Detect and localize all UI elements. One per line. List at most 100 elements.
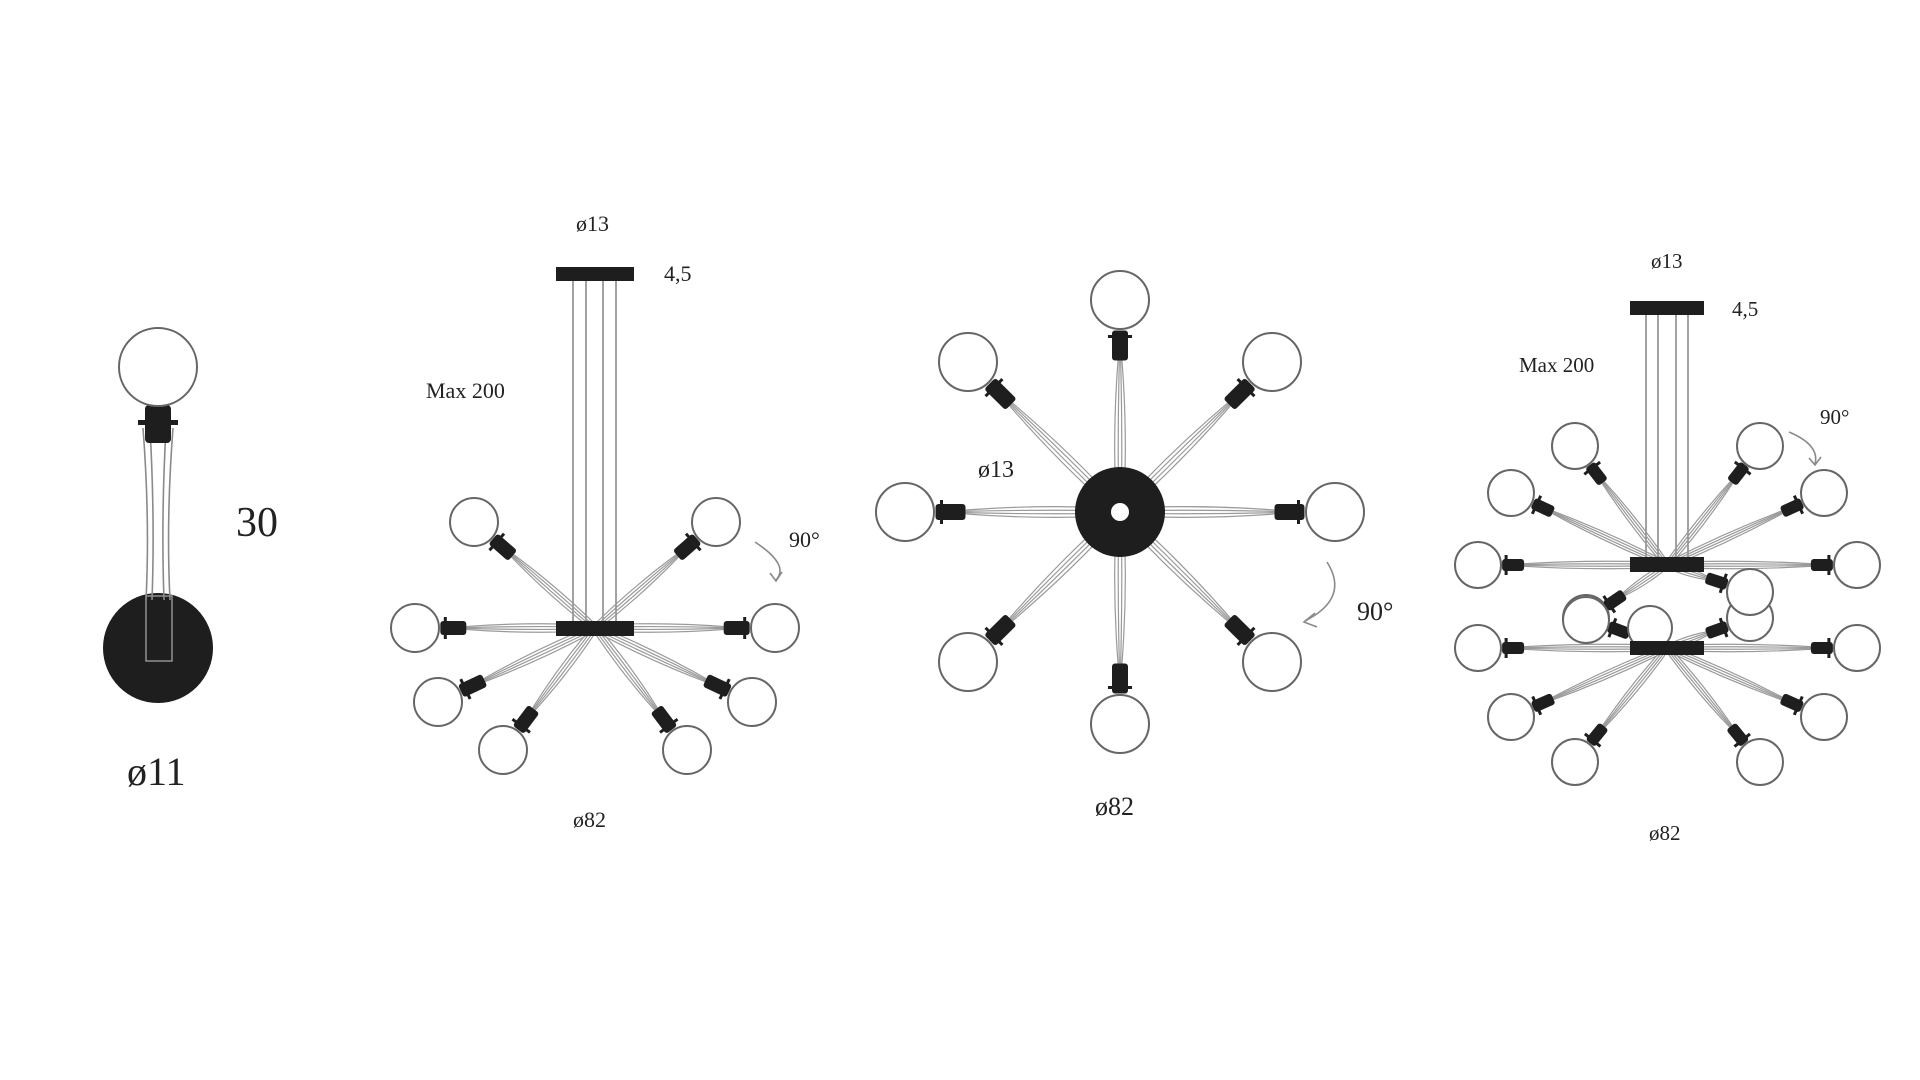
top-view-arms — [875, 270, 1365, 754]
pendant2-upper-arm-3-wire — [1549, 508, 1669, 564]
pendant2-lower-arm-4-wire — [1667, 646, 1787, 701]
pendant2-diameter-label: ø82 — [1649, 821, 1681, 845]
top-view-rotation-arrowhead — [1302, 612, 1318, 628]
pendant2-upper-arm-1-bulb — [1454, 541, 1502, 589]
top-view-rotation-label: 90° — [1357, 597, 1393, 626]
pendant1-arm-5-wire — [479, 628, 596, 684]
pendant2-canopy-height-label: 4,5 — [1732, 297, 1758, 321]
wall-lamp-height-label: 30 — [236, 500, 278, 546]
pendant1-arm-2-wire — [593, 551, 682, 628]
pendant1-arm-8-wire — [595, 627, 661, 714]
top-view-arm-2-socket-ring — [984, 378, 1004, 398]
top-view-arm-6 — [938, 508, 1123, 692]
pendant2-lower-hub — [1630, 641, 1704, 655]
top-view-arm-2 — [938, 332, 1123, 516]
pendant1-arms — [390, 497, 800, 775]
pendant2-lower-arm-6-wire — [1667, 647, 1735, 730]
pendant1-arm-1-wire — [508, 552, 595, 630]
top-view-arm-7 — [1117, 508, 1302, 692]
pendant2-lower-arm-6 — [1664, 646, 1784, 786]
pendant2-upper-arm-6-wire — [1664, 477, 1734, 564]
pendant1-arm-2-wire — [592, 550, 681, 627]
pendant1-arm-7-wire — [531, 629, 598, 715]
wall-lamp-diameter-label: ø11 — [127, 749, 186, 794]
wall-lamp-bulb — [118, 327, 198, 407]
top-view-arm-4-socket-ring — [940, 500, 943, 524]
pendant2-lower-arm-5-bulb — [1551, 738, 1599, 786]
top-view-arm-1-bulb — [1090, 270, 1150, 330]
pendant2-upper-arm-5-wire — [1600, 477, 1670, 564]
pendant1-arm-1-wire — [508, 551, 597, 628]
pendant2-lower-arm-3 — [1487, 645, 1669, 741]
pendant1-arm-4-socket-ring — [743, 617, 747, 639]
pendant2-upper-arm-3-socket-ring — [1530, 495, 1543, 515]
pendant2-lower-arm-3-bulb — [1487, 693, 1535, 741]
pendant2-canopy-diameter-label: ø13 — [1651, 249, 1683, 273]
pendant1-arm-8-wire — [592, 629, 659, 715]
pendant2-lower-arm-4 — [1665, 645, 1848, 741]
pendant2-lower-arm-5-socket-ring — [1583, 732, 1602, 748]
pendant2-upper-hub — [1630, 557, 1704, 572]
pendant1-arm-7-wire — [529, 627, 595, 714]
pendant1-arm-1-socket-ring — [488, 532, 506, 552]
top-view-center-diameter-label: ø13 — [978, 457, 1014, 483]
pendant1-arm-8-bulb — [662, 725, 712, 775]
pendant2-upper-arm-8-bulb — [1726, 568, 1774, 616]
top-view-arm-3-socket-ring — [1236, 378, 1256, 398]
pendant2-lower-arm-7-socket-ring — [1607, 617, 1618, 638]
pendant1-max-drop-label: Max 200 — [426, 378, 505, 403]
pendant2-upper-arms — [1454, 422, 1881, 644]
top-view-arm-2-bulb — [938, 332, 998, 392]
top-view-arm-7-bulb — [1242, 632, 1302, 692]
wall-lamp-socket-ring — [138, 420, 178, 425]
pendant2-upper-arm-6-socket-ring — [1733, 460, 1752, 476]
top-view-arm-6-socket-ring — [984, 626, 1004, 646]
pendant1-arm-6-bulb — [727, 677, 777, 727]
top-view-arm-5-socket-ring — [1297, 500, 1300, 524]
wall-lamp-drawing — [103, 327, 213, 703]
pendant2-lower-arm-4-wire — [1665, 649, 1786, 702]
pendant1-arm-4 — [594, 603, 800, 653]
pendant2-lower-arm-4-socket-ring — [1792, 695, 1804, 716]
pendant1-arm-2 — [592, 497, 741, 631]
pendant2-upper-arm-6-bulb — [1736, 422, 1784, 470]
pendant2-canopy — [1630, 301, 1704, 315]
top-view-arm-7-socket — [1224, 615, 1255, 646]
pendant1-canopy-height-label: 4,5 — [664, 261, 692, 286]
top-view-arm-5-bulb — [1305, 482, 1365, 542]
pendant1-arm-1-bulb — [449, 497, 499, 547]
pendant2-upper-arm-6 — [1664, 422, 1784, 567]
pendant1-arm-5-socket-ring — [459, 678, 472, 700]
pendant1-arm-1 — [449, 497, 598, 631]
pendant1-arm-7 — [478, 625, 598, 775]
pendant1-arm-7-socket-ring — [511, 717, 531, 734]
wall-lamp-stem-left — [142, 427, 149, 601]
pendant2-upper-arm-5-socket-ring — [1583, 460, 1602, 476]
pendant2-upper-arm-4-wire — [1665, 508, 1786, 564]
pendant2-rotation-label: 90° — [1820, 405, 1849, 429]
top-view-arm-8-bulb — [1090, 694, 1150, 754]
wall-lamp-stem-right-inner — [162, 427, 167, 601]
pendant2-upper-arm-7 — [1562, 562, 1669, 644]
pendant1-arm-5 — [413, 624, 597, 727]
pendant1-arm-4-bulb — [750, 603, 800, 653]
pendant2-upper-arm-4-bulb — [1800, 469, 1848, 517]
pendant2-upper-arm-5-bulb — [1551, 422, 1599, 470]
wall-lamp-stem-right — [167, 427, 174, 601]
pendant2-lower-arms — [1454, 594, 1881, 786]
pendant1-arm-3-bulb — [390, 603, 440, 653]
top-view-arm-3-bulb — [1242, 332, 1302, 392]
pendant2-upper-arm-5 — [1551, 422, 1670, 567]
pendant1-arm-2-socket-ring — [684, 532, 702, 552]
top-view-arm-1 — [1090, 270, 1150, 513]
top-view-arm-7-socket-ring — [1236, 626, 1256, 646]
pendant2-lower-arm-5-wire — [1601, 649, 1670, 731]
top-view-arm-1-socket-ring — [1108, 335, 1132, 338]
pendant1-arm-7-wire — [530, 628, 597, 714]
pendant2-upper-arm-4 — [1665, 469, 1848, 568]
pendant1-arm-1-wire — [507, 552, 594, 631]
pendant1-arm-3-socket-ring — [443, 617, 447, 639]
top-view-arm-2-socket — [985, 378, 1016, 409]
pendant2-rotation-arrowhead — [1808, 456, 1822, 467]
